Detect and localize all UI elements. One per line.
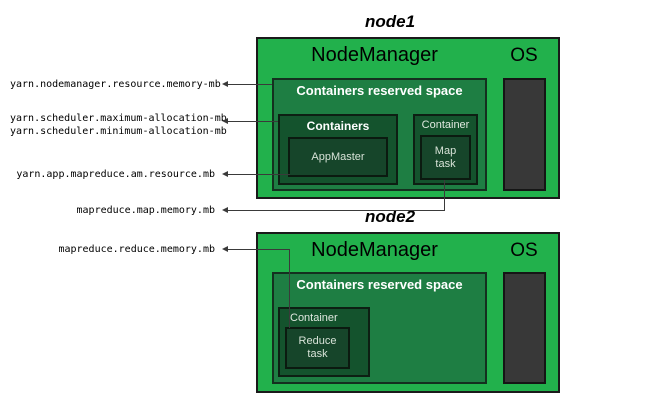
- arrowhead-map-memory: [222, 207, 228, 213]
- node1-containers-label: Containers: [306, 119, 370, 133]
- node1-container-map-label: Container: [421, 119, 470, 131]
- arrowhead-nm-resource-memory: [222, 81, 228, 87]
- arrowhead-reduce-memory: [222, 246, 228, 252]
- annotation-reduce-memory: mapreduce.reduce.memory.mb: [58, 244, 215, 255]
- node2-container-reduce-label: Container: [290, 312, 338, 324]
- connector-nm-resource-memory: [228, 84, 272, 85]
- connector-reduce-memory-vertical: [289, 249, 290, 328]
- node2-reduce-task-line2: task: [307, 348, 328, 360]
- node2-nodemanager-label: NodeManager: [311, 239, 438, 261]
- node1-title: node1: [364, 12, 416, 31]
- node1-appmaster-label: AppMaster: [311, 150, 365, 163]
- node2-os-box: [503, 272, 546, 384]
- annotation-am-resource-memory: yarn.app.mapreduce.am.resource.mb: [16, 169, 215, 180]
- node1-os-box: [503, 78, 546, 191]
- arrowhead-am-resource-memory: [222, 171, 228, 177]
- connector-map-memory-horizontal: [228, 210, 445, 211]
- node2-os-label: OS: [510, 240, 538, 261]
- connector-am-resource-memory: [228, 174, 290, 175]
- arrowhead-scheduler-allocation: [222, 118, 228, 124]
- node2-reduce-task-line1: Reduce: [298, 335, 337, 347]
- annotation-scheduler-maximum-allocation: yarn.scheduler.maximum-allocation-mb: [10, 113, 227, 124]
- node1-appmaster-box: AppMaster: [288, 137, 388, 177]
- connector-map-memory-vertical: [444, 180, 445, 211]
- node1-map-task-line1: Map: [434, 144, 457, 157]
- annotation-nm-resource-memory: yarn.nodemanager.resource.memory-mb: [10, 79, 221, 90]
- node1-reserved-space-label: Containers reserved space: [296, 83, 463, 98]
- node1-nodemanager-label: NodeManager: [311, 44, 438, 66]
- node1-map-task-box: Map task: [420, 135, 471, 180]
- annotation-map-memory: mapreduce.map.memory.mb: [76, 205, 215, 216]
- node1-map-task-line2: task: [435, 157, 456, 170]
- connector-scheduler-allocation: [228, 121, 278, 122]
- node2-reserved-space-label: Containers reserved space: [296, 277, 463, 292]
- connector-reduce-memory-horizontal: [228, 249, 290, 250]
- node2-reduce-task-box: Reduce task: [285, 327, 350, 369]
- node1-os-label: OS: [510, 45, 538, 66]
- node2-title: node2: [364, 207, 416, 226]
- annotation-scheduler-minimum-allocation: yarn.scheduler.minimum-allocation-mb: [10, 126, 227, 137]
